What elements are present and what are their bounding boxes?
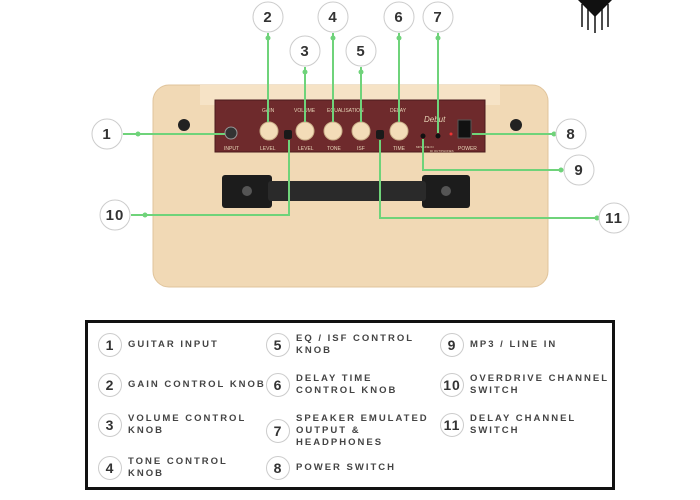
legend-item: 8 POWER SWITCH: [266, 456, 436, 480]
legend-label: DELAY TIME CONTROL KNOB: [296, 373, 398, 396]
callout-number: 4: [328, 9, 337, 26]
headphone-jack[interactable]: [435, 133, 441, 139]
overdrive-switch[interactable]: [284, 130, 292, 139]
guitar-input-jack[interactable]: [224, 126, 238, 140]
callout-number: 8: [566, 126, 575, 143]
callout-number: 2: [263, 9, 272, 26]
isf-knob[interactable]: [351, 121, 371, 141]
legend-item: 4 TONE CONTROL KNOB: [98, 456, 268, 480]
panel-label-level: LEVEL: [298, 146, 314, 152]
power-led: [449, 132, 453, 136]
panel-label-input: INPUT: [224, 146, 239, 152]
legend-label: DELAY CHANNEL SWITCH: [470, 413, 577, 436]
legend-item: 6 DELAY TIME CONTROL KNOB: [266, 373, 436, 397]
callout-number: 1: [102, 126, 111, 143]
callout-circle-9: [563, 154, 595, 186]
legend-number: 7: [266, 419, 290, 443]
legend-item: 2 GAIN CONTROL KNOB: [98, 373, 268, 397]
legend-number: 6: [266, 373, 290, 397]
callout-circle-7: [422, 1, 454, 33]
panel-label-mp3: MP3/LINE IN: [416, 145, 434, 149]
legend-label: MP3 / LINE IN: [470, 339, 558, 350]
callout-number: 7: [433, 9, 442, 26]
legend-number: 9: [440, 333, 464, 357]
volume-knob[interactable]: [295, 121, 315, 141]
legend-box: 1 GUITAR INPUT 2 GAIN CONTROL KNOB 3 VOLUME C…: [85, 320, 615, 490]
callout-circle-5: [345, 35, 377, 67]
panel-label-level: LEVEL: [260, 146, 276, 152]
legend-item: 9 MP3 / LINE IN: [440, 333, 610, 357]
power-switch[interactable]: [457, 119, 472, 139]
legend-number: 10: [440, 373, 464, 397]
tone-knob[interactable]: [323, 121, 343, 141]
legend-item: 5 EQ / ISF CONTROL KNOB: [266, 333, 436, 357]
panel-logo: Debut: [424, 115, 446, 124]
callout-circle-1: [91, 118, 123, 150]
corner-screw: [510, 119, 522, 131]
panel-label-power: POWER: [458, 146, 477, 152]
legend-label: POWER SWITCH: [296, 462, 396, 473]
callout-number: 6: [394, 9, 403, 26]
callout-number: 11: [605, 210, 623, 227]
legend-number: 8: [266, 456, 290, 480]
legend-number: 5: [266, 333, 290, 357]
callout-number: 9: [574, 162, 583, 179]
legend-number: 11: [440, 413, 464, 437]
brand-logo: [578, 0, 612, 33]
callout-circle-4: [317, 1, 349, 33]
legend-item: 10 OVERDRIVE CHANNEL SWITCH: [440, 373, 610, 397]
amp-diagram: GAIN VOLUME EQUALISATION DELAY Debut INP…: [91, 0, 630, 288]
legend-label: SPEAKER EMULATED OUTPUT & HEADPHONES: [296, 413, 429, 448]
legend-label: OVERDRIVE CHANNEL SWITCH: [470, 373, 609, 396]
legend-label: VOLUME CONTROL KNOB: [128, 413, 247, 436]
callout-number: 5: [356, 43, 365, 60]
corner-screw: [178, 119, 190, 131]
callout-circle-8: [555, 118, 587, 150]
delay-switch[interactable]: [376, 130, 384, 139]
panel-label-di-out: DI OUT/PHONES: [430, 149, 454, 153]
callout-circle-3: [289, 35, 321, 67]
mp3-line-in-jack[interactable]: [420, 133, 426, 139]
panel-label-time: TIME: [393, 146, 406, 152]
callout-circle-10: [99, 199, 131, 231]
legend-item: 1 GUITAR INPUT: [98, 333, 268, 357]
legend-label: EQ / ISF CONTROL KNOB: [296, 333, 414, 356]
legend-label: GAIN CONTROL KNOB: [128, 379, 266, 390]
legend-label: TONE CONTROL KNOB: [128, 456, 228, 479]
legend-number: 3: [98, 413, 122, 437]
gain-knob[interactable]: [259, 121, 279, 141]
legend-number: 4: [98, 456, 122, 480]
panel-label-isf: ISF: [357, 146, 365, 152]
callout-circle-11: [598, 202, 630, 234]
panel-label-equalisation: EQUALISATION: [327, 108, 364, 114]
legend-label: GUITAR INPUT: [128, 339, 219, 350]
legend-number: 2: [98, 373, 122, 397]
legend-number: 1: [98, 333, 122, 357]
callout-circle-6: [383, 1, 415, 33]
callout-circle-2: [252, 1, 284, 33]
carry-handle: [222, 175, 470, 208]
callout-number: 3: [300, 43, 309, 60]
legend-item: 3 VOLUME CONTROL KNOB: [98, 413, 268, 437]
legend-item: 11 DELAY CHANNEL SWITCH: [440, 413, 610, 437]
control-panel: [214, 99, 486, 153]
callout-number: 10: [106, 207, 125, 224]
panel-label-tone: TONE: [327, 146, 341, 152]
delay-time-knob[interactable]: [389, 121, 409, 141]
